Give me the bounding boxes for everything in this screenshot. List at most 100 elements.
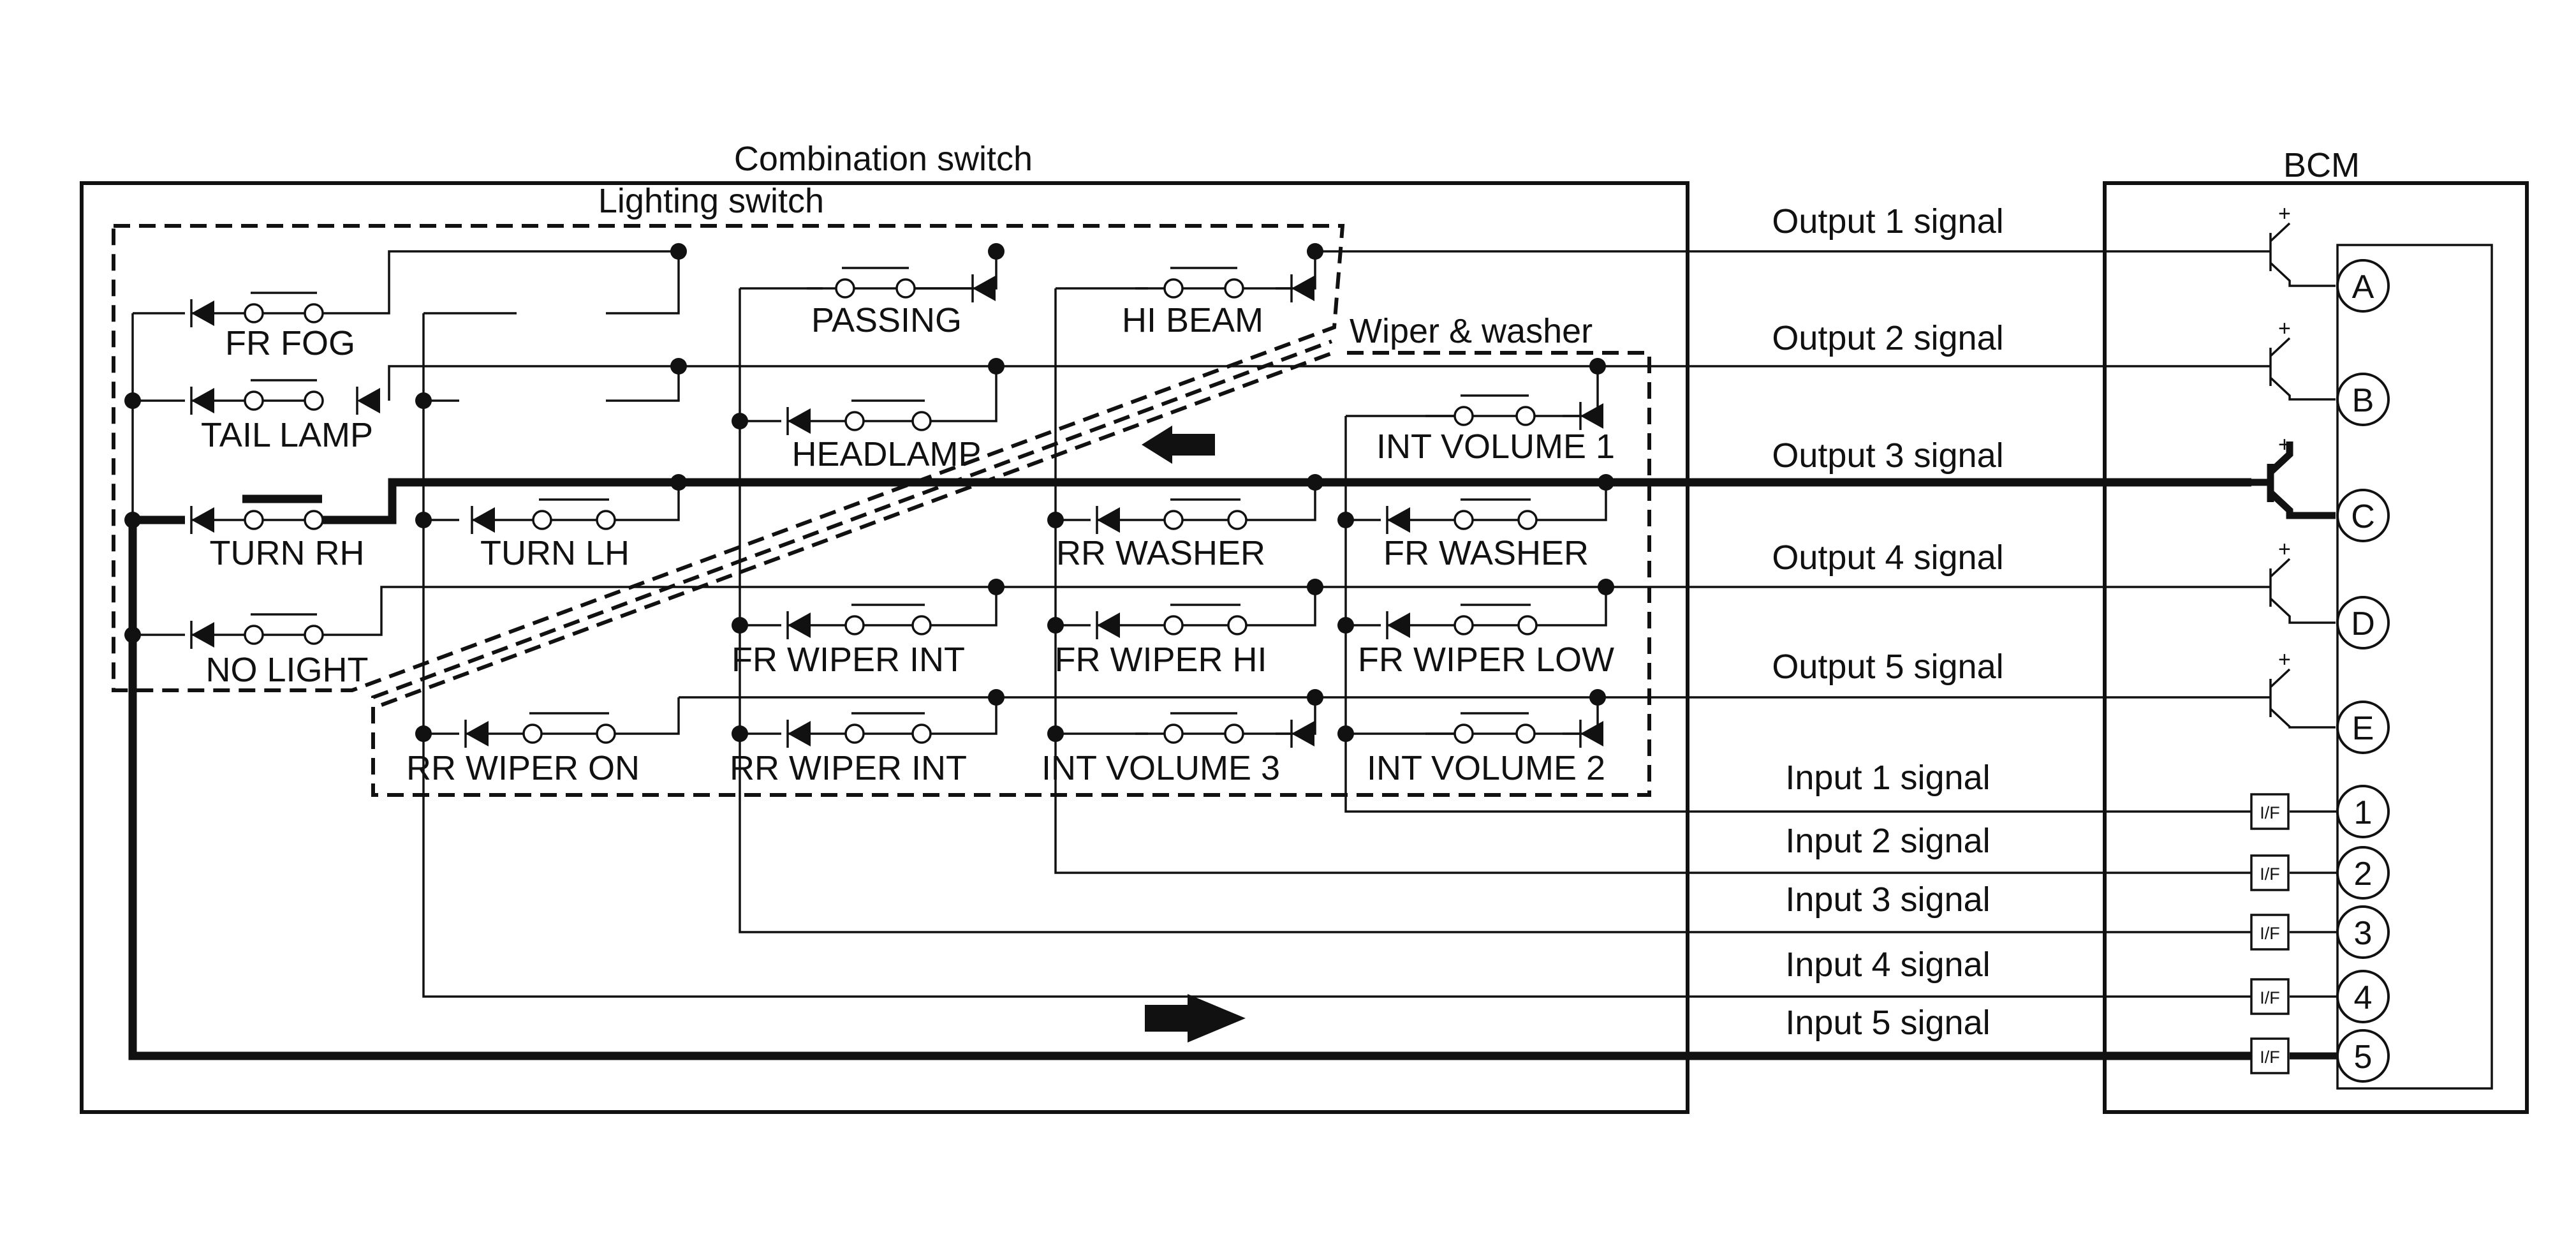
junction-dot: [732, 725, 748, 742]
junction-dot: [1337, 725, 1354, 742]
junction-dot: [124, 392, 141, 409]
diode-fr-fog-icon: [190, 299, 214, 327]
label-int-volume-2: INT VOLUME 2: [1367, 749, 1605, 787]
svg-text:I/F: I/F: [2260, 1048, 2280, 1067]
svg-text:I/F: I/F: [2260, 988, 2280, 1007]
switch-hi-beam: [1135, 267, 1292, 299]
transistor-c: [2251, 441, 2336, 519]
transistor-b: [2251, 337, 2336, 401]
switch-fr-wiper-low: [1387, 604, 1538, 635]
interface-box: I/F: [2250, 854, 2337, 891]
switch-fr-wiper-hi: [1097, 604, 1248, 635]
label-passing: PASSING: [811, 301, 962, 339]
diode-no-light-icon: [190, 621, 214, 649]
junction-dot: [670, 474, 687, 491]
svg-text:C: C: [2351, 498, 2375, 535]
bcm-terminals: A B C D E 1 2 3 4 5: [2336, 259, 2390, 1083]
output-signal-label: Output 3 signal: [1772, 436, 2003, 475]
svg-text:I/F: I/F: [2260, 924, 2280, 943]
switch-tail-lamp: [191, 379, 324, 411]
junction-dot: [732, 617, 748, 634]
terminal-e: E: [2336, 701, 2390, 754]
junction-dot: [1307, 243, 1323, 260]
junction-dot: [1337, 617, 1354, 634]
label-turn-rh: TURN RH: [210, 534, 365, 572]
junction-dot: [415, 512, 432, 528]
diode-passing-return-icon: [971, 274, 996, 302]
plus-e: +: [2278, 648, 2291, 672]
interface-box: I/F: [2250, 978, 2337, 1015]
terminal-1: 1: [2336, 785, 2390, 838]
switch-int-volume-2: [1425, 712, 1580, 744]
diode-hi-beam-return-icon: [1290, 274, 1314, 302]
junction-dot: [1047, 512, 1064, 528]
label-rr-wiper-on: RR WIPER ON: [406, 749, 640, 787]
output-signal-label: Output 4 signal: [1772, 538, 2003, 577]
plus-d: +: [2278, 537, 2291, 561]
diode-turn-rh-icon: [190, 506, 214, 534]
terminal-d: D: [2336, 596, 2390, 649]
switch-int-volume-3: [1135, 712, 1292, 744]
junction-dot: [1047, 617, 1064, 634]
junction-dot: [124, 512, 141, 528]
junction-dot: [1589, 689, 1606, 706]
svg-text:E: E: [2352, 710, 2374, 747]
interface-box: I/F: [2250, 1037, 2337, 1074]
junction-dot: [1589, 358, 1606, 375]
label-int-volume-3: INT VOLUME 3: [1041, 749, 1280, 787]
bcm-interfaces: I/F I/F I/F I/F I/F: [2250, 793, 2337, 1074]
output-signal-label: Output 2 signal: [1772, 319, 2003, 357]
junction-dot: [415, 392, 432, 409]
junction-dot: [988, 243, 1005, 260]
input-signal-label: Input 1 signal: [1785, 759, 1990, 797]
input-signal-label: Input 5 signal: [1785, 1004, 1990, 1042]
junction-dot: [1598, 579, 1614, 595]
svg-text:5: 5: [2354, 1039, 2373, 1076]
junction-dot: [1307, 689, 1323, 706]
junction-dot: [988, 358, 1005, 375]
output-signal-label: Output 1 signal: [1772, 202, 2003, 241]
bcm-terminal-block: [2336, 244, 2493, 1090]
label-fr-wiper-low: FR WIPER LOW: [1358, 641, 1614, 679]
label-int-volume-1: INT VOLUME 1: [1376, 427, 1615, 466]
switch-no-light: [191, 613, 324, 645]
svg-text:I/F: I/F: [2260, 864, 2280, 884]
diode-tail-lamp-return-icon: [356, 387, 380, 415]
terminal-a: A: [2336, 259, 2390, 313]
output-signal-label: Output 5 signal: [1772, 648, 2003, 686]
input-signal-label: Input 4 signal: [1785, 946, 1990, 984]
diode-fr-wiper-int-icon: [786, 611, 811, 639]
diode-int-volume-3-return-icon: [1290, 720, 1314, 748]
lighting-switch-outline: [112, 224, 1345, 692]
switch-rr-wiper-int: [788, 712, 932, 744]
wiper-washer-label: Wiper & washer: [1350, 312, 1593, 350]
svg-text:I/F: I/F: [2260, 803, 2280, 822]
svg-text:D: D: [2351, 605, 2375, 642]
svg-text:2: 2: [2354, 856, 2373, 893]
label-rr-washer: RR WASHER: [1056, 534, 1265, 572]
label-tail-lamp: TAIL LAMP: [201, 416, 373, 454]
diode-int-volume-1-return-icon: [1579, 402, 1603, 430]
terminal-3: 3: [2336, 905, 2390, 959]
input-signal-label: Input 3 signal: [1785, 880, 1990, 919]
junction-dots: [124, 243, 1614, 742]
combination-switch-box: [80, 181, 1689, 1114]
diode-int-volume-2-return-icon: [1579, 720, 1603, 748]
interface-box: I/F: [2250, 793, 2337, 830]
terminal-4: 4: [2336, 970, 2390, 1023]
terminal-2: 2: [2336, 846, 2390, 900]
diode-tail-lamp-icon: [190, 387, 214, 415]
terminal-b: B: [2336, 373, 2390, 426]
plus-a: +: [2278, 202, 2291, 226]
diode-rr-washer-icon: [1096, 506, 1120, 534]
arrow-left-icon: [1142, 426, 1215, 464]
label-fr-wiper-int: FR WIPER INT: [732, 641, 965, 679]
switch-passing: [807, 267, 973, 299]
label-hi-beam: HI BEAM: [1122, 301, 1263, 339]
bcm-title: BCM: [2283, 146, 2360, 184]
label-no-light: NO LIGHT: [205, 651, 368, 689]
transistor-e: [2251, 668, 2336, 729]
